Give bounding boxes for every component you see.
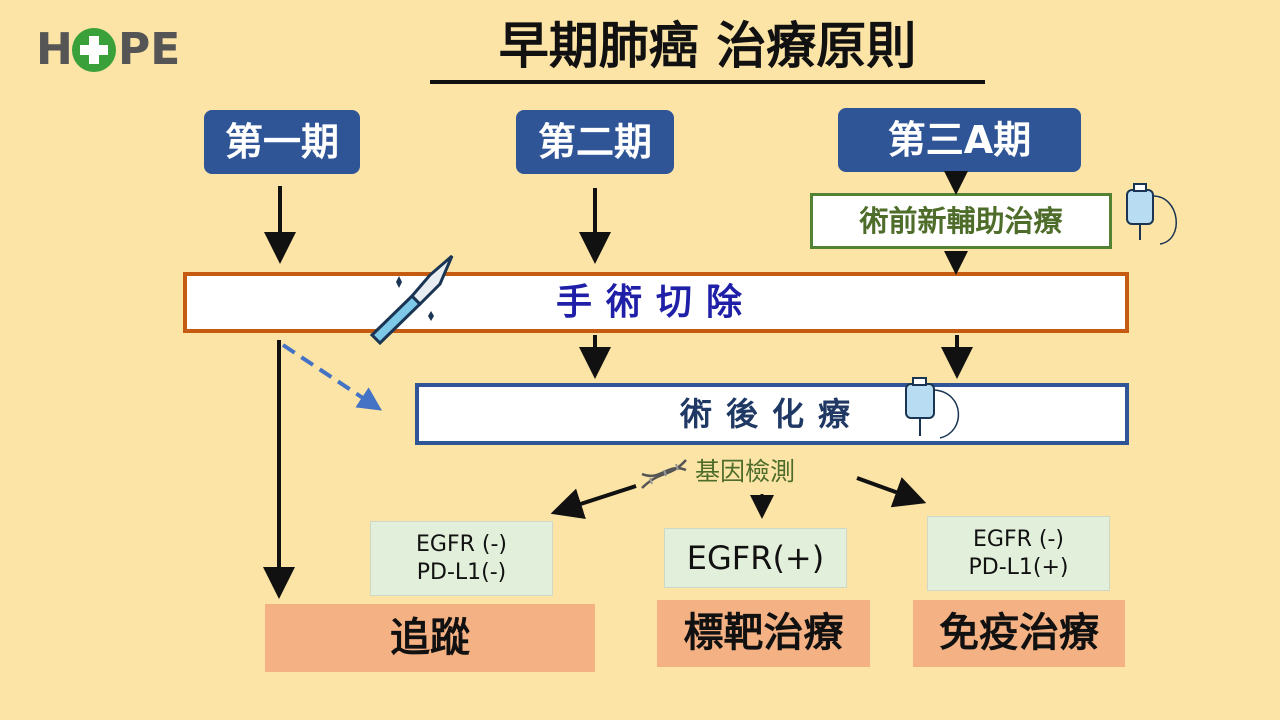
mutation-line: PD-L1(+) bbox=[968, 554, 1069, 580]
dna-icon bbox=[641, 459, 687, 489]
mutation-egfr-neg-pdl1-pos: EGFR (-) PD-L1(+) bbox=[927, 516, 1110, 591]
scalpel-icon bbox=[369, 254, 454, 346]
arrow-gene-to-neg-pos bbox=[856, 476, 927, 508]
mutation-egfr-neg-pdl1-neg: EGFR (-) PD-L1(-) bbox=[370, 521, 553, 596]
mutation-line: EGFR (-) bbox=[973, 526, 1064, 552]
iv-bag-icon bbox=[1126, 183, 1177, 245]
mutation-egfr-pos: EGFR(+) bbox=[664, 528, 847, 588]
mutation-line: PD-L1(-) bbox=[416, 559, 507, 585]
hope-logo: H PE bbox=[36, 20, 206, 80]
gene-test-label: 基因檢測 bbox=[695, 457, 796, 486]
page-title: 早期肺癌 治療原則 bbox=[430, 14, 985, 84]
adjuvant-chemo-box: 術後化療 bbox=[415, 383, 1129, 445]
surgery-box: 手術切除 bbox=[183, 272, 1129, 333]
hope-logo-graphic: H PE bbox=[36, 24, 180, 75]
stage-3a-box: 第三A期 bbox=[838, 108, 1081, 172]
treatment-targeted: 標靶治療 bbox=[657, 600, 870, 667]
logo-letter-h: H bbox=[36, 24, 74, 75]
neoadjuvant-box: 術前新輔助治療 bbox=[810, 193, 1112, 249]
stage-1-box: 第一期 bbox=[204, 110, 360, 174]
iv-bag-icon bbox=[905, 377, 960, 439]
stage-2-box: 第二期 bbox=[516, 110, 674, 174]
mutation-line: EGFR (-) bbox=[416, 531, 507, 557]
arrow-gene-to-neg-neg bbox=[550, 484, 637, 520]
treatment-immunotherapy: 免疫治療 bbox=[913, 600, 1125, 667]
mutation-line: EGFR(+) bbox=[686, 539, 825, 577]
logo-letters-pe: PE bbox=[118, 24, 180, 75]
treatment-follow-up: 追蹤 bbox=[265, 604, 595, 672]
arrow-dashed-to-chemo bbox=[281, 343, 383, 411]
